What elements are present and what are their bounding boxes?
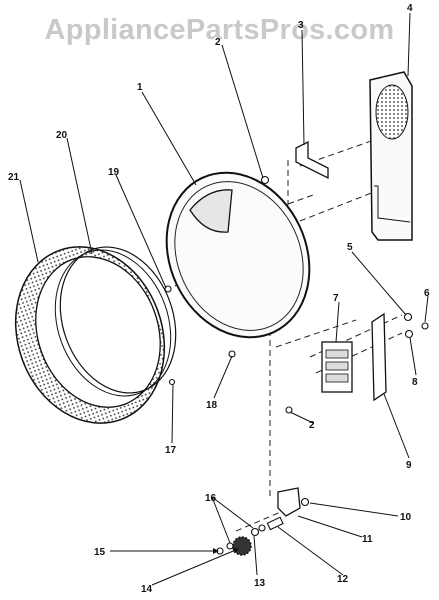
callout-17: 17 <box>165 445 177 456</box>
terminal-block-part-7 <box>321 341 353 393</box>
callout-19: 19 <box>108 167 120 178</box>
watermark: AppliancePartsPros.com <box>44 14 395 46</box>
callout-6: 6 <box>424 288 430 299</box>
leader-lines <box>19 12 429 586</box>
callout-18: 18 <box>206 400 218 411</box>
callout-14: 14 <box>141 584 153 595</box>
front-ring-part-21 <box>14 246 166 424</box>
callout-11: 11 <box>362 534 373 545</box>
callout-16: 16 <box>205 493 217 504</box>
plate-part-9 <box>371 312 387 402</box>
callout-12: 12 <box>337 574 349 585</box>
callout-3: 3 <box>298 20 304 31</box>
hardware <box>164 175 429 555</box>
callout-15: 15 <box>94 547 106 558</box>
callout-2-bottom: 2 <box>309 420 315 431</box>
callout-20: 20 <box>56 130 68 141</box>
bulkhead-part-1 <box>165 171 311 339</box>
callout-1: 1 <box>137 82 143 93</box>
callout-7: 7 <box>333 293 339 304</box>
callout-5: 5 <box>347 242 353 253</box>
callout-21: 21 <box>8 172 20 183</box>
callout-2-top: 2 <box>215 37 221 48</box>
callout-labels: 1 2 3 4 5 6 7 8 9 10 11 12 13 14 15 16 1… <box>8 3 430 595</box>
block-part-11 <box>277 487 301 517</box>
gear-part-14 <box>232 536 252 556</box>
seal-ring-part-20 <box>54 246 177 397</box>
callout-9: 9 <box>406 460 412 471</box>
callout-4: 4 <box>407 3 413 14</box>
callout-10: 10 <box>400 512 412 523</box>
callout-13: 13 <box>254 578 266 589</box>
bracket-part-3 <box>295 140 329 180</box>
callout-8: 8 <box>412 377 418 388</box>
vent-panel-part-4 <box>369 71 413 241</box>
